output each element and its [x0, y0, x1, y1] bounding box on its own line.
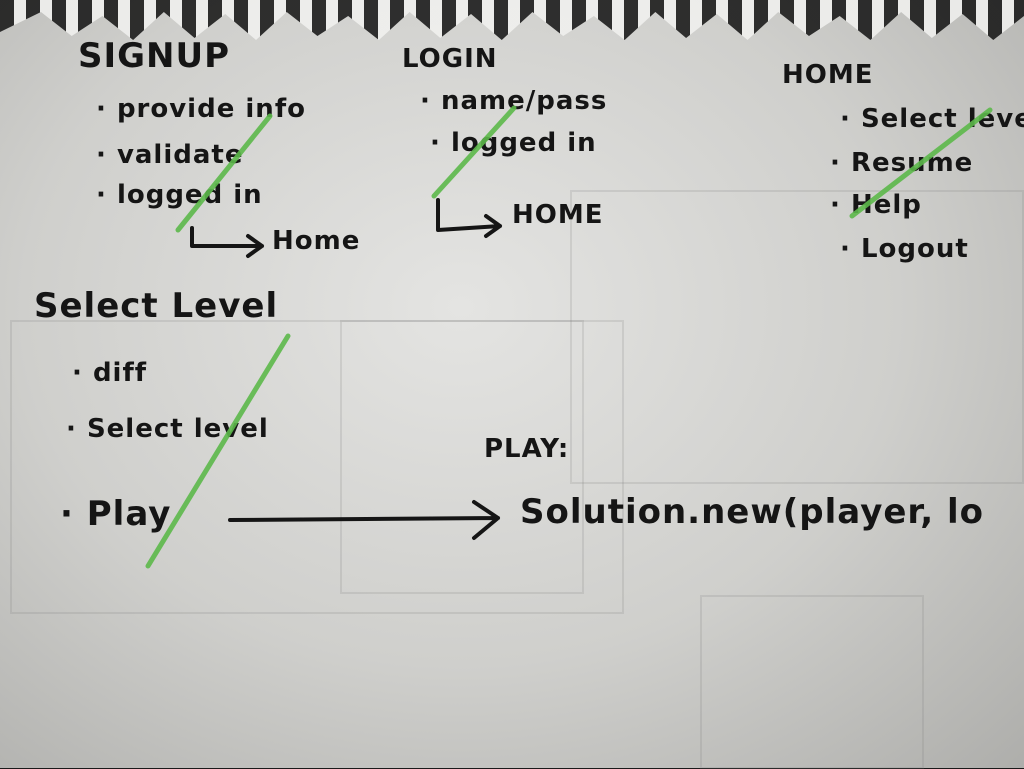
- bleed-through-sketch: [10, 320, 624, 614]
- home-item: Select level: [840, 104, 1024, 134]
- login-arrow-target: HOME: [512, 200, 604, 230]
- select-level-heading: Select Level: [34, 286, 279, 326]
- signup-item: logged in: [96, 180, 263, 210]
- signup-heading: SIGNUP: [78, 36, 231, 76]
- select-level-item: Play: [60, 494, 171, 534]
- login-heading: LOGIN: [402, 44, 498, 74]
- signup-item: provide info: [96, 94, 306, 124]
- select-level-item: diff: [72, 358, 147, 388]
- login-to-home-arrow: [436, 198, 502, 238]
- signup-checked-strike: [175, 113, 273, 233]
- signup-to-home-arrow: [190, 226, 264, 258]
- play-to-play-arrow: [228, 500, 500, 540]
- login-checked-strike: [431, 105, 517, 199]
- login-item: name/pass: [420, 86, 607, 116]
- select-level-checked-strike: [145, 333, 291, 569]
- home-heading: HOME: [782, 60, 874, 90]
- play-code: Solution.new(player, lo: [520, 492, 984, 532]
- home-item: Logout: [840, 234, 969, 264]
- home-checked-strike: [849, 107, 993, 219]
- bleed-through-sketch: [570, 190, 1024, 484]
- play-heading: PLAY:: [484, 434, 570, 464]
- signup-arrow-target: Home: [272, 226, 361, 256]
- signup-item: validate: [96, 140, 243, 170]
- bleed-through-sketch: [340, 320, 584, 594]
